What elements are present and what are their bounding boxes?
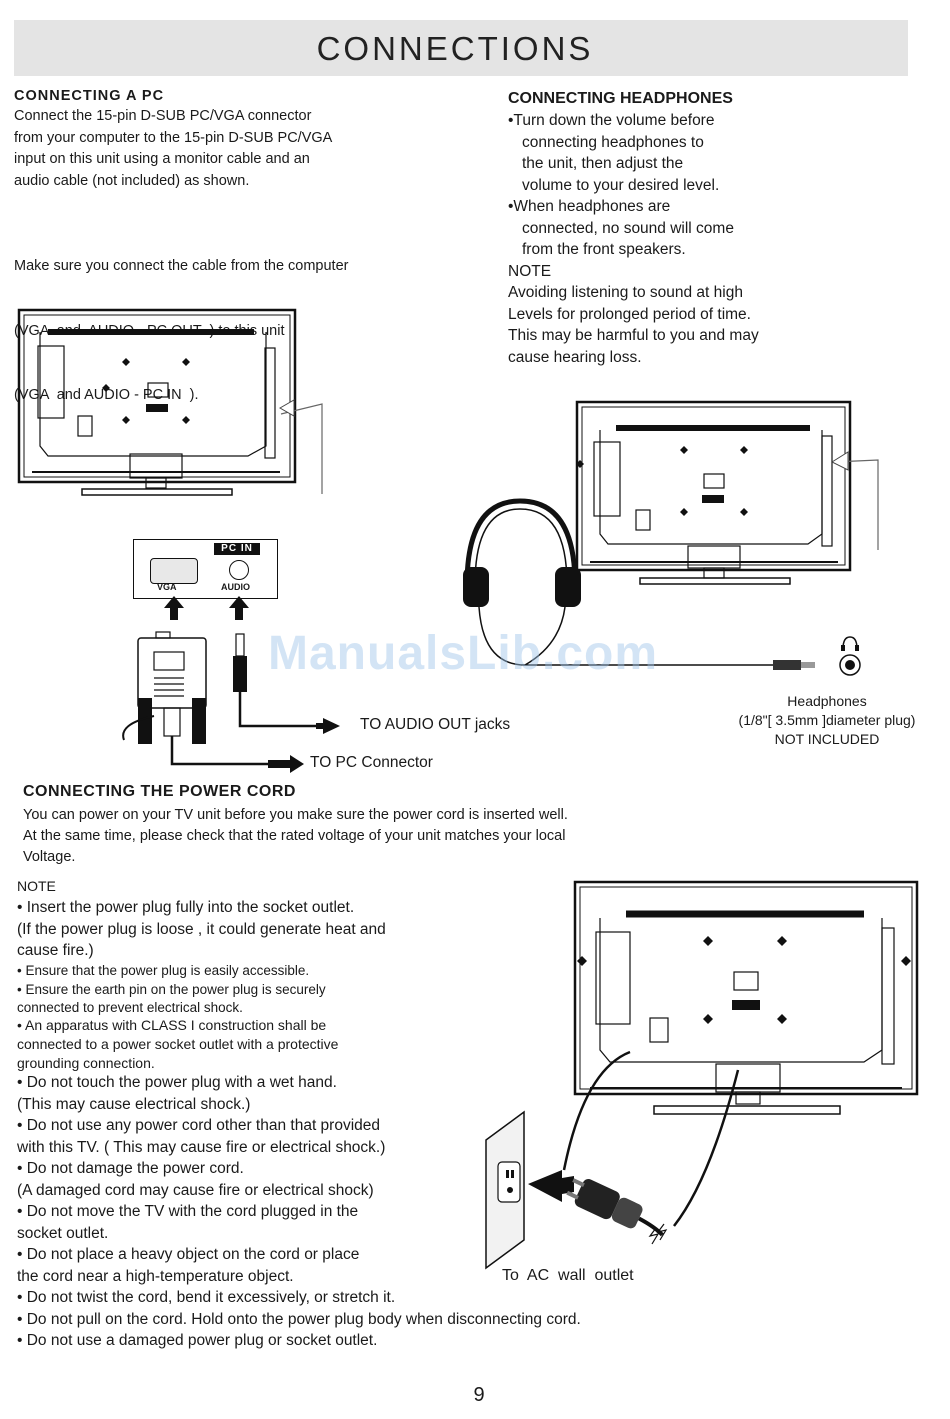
text-line: Make sure you connect the cable from the…: [14, 258, 349, 274]
text-line: from your computer to the 15-pin D-SUB P…: [14, 129, 333, 146]
tv-back-illustration-power: [573, 880, 919, 1115]
text-line: • Do not move the TV with the cord plugg…: [17, 1203, 359, 1220]
text-line: NOT INCLUDED: [774, 731, 880, 747]
audio-out-label: TO AUDIO OUT jacks: [360, 716, 511, 733]
text-line: • Do not use a damaged power plug or soc…: [17, 1332, 378, 1349]
audio-jack: [229, 560, 249, 580]
text-line: (A damaged cord may cause fire or electr…: [17, 1181, 374, 1199]
power-intro: You can power on your TV unit before you…: [23, 805, 568, 868]
page-number: 9: [473, 1384, 485, 1406]
text-line: connected, no sound will come: [522, 219, 734, 237]
text-line: • Ensure that the power plug is easily a…: [17, 963, 310, 978]
text-line: connecting headphones to: [522, 133, 704, 151]
vga-label: VGA: [157, 582, 177, 592]
text-line: • Do not pull on the cord. Hold onto the…: [17, 1310, 581, 1328]
text-line: Connect the 15-pin D-SUB PC/VGA connecto…: [14, 108, 312, 124]
text-line: (1/8"[ 3.5mm ]diameter plug): [738, 712, 916, 728]
title-bar: [14, 20, 908, 76]
text-line: the unit, then adjust the: [522, 155, 684, 172]
text-line: • Do not twist the cord, bend it excessi…: [17, 1289, 396, 1306]
text-line: (This may cause electrical shock.): [17, 1095, 251, 1113]
text-line: • Insert the power plug fully into the s…: [17, 899, 355, 916]
text-line: • Do not touch the power plug with a wet…: [17, 1074, 337, 1091]
text-line: •Turn down the volume before: [508, 112, 715, 129]
pc-cables-illustration: [122, 596, 340, 766]
text-line: cause fire.): [17, 942, 94, 959]
text-line: • Ensure the earth pin on the power plug…: [17, 981, 326, 997]
text-line: connected to prevent electrical shock.: [17, 1000, 243, 1015]
text-line: socket outlet.: [17, 1224, 109, 1242]
text-line: from the front speakers.: [522, 241, 686, 258]
text-line: connected to a power socket outlet with …: [17, 1036, 339, 1052]
tv-back-illustration-pc: [17, 308, 323, 496]
text-line: •When headphones are: [508, 198, 671, 215]
note-label: NOTE: [508, 262, 552, 280]
headphones-illustration: [463, 498, 861, 676]
pc-connector-arrow-icon: [268, 755, 304, 773]
text-line: grounding connection.: [17, 1055, 155, 1071]
page-title: CONNECTIONS: [316, 30, 594, 67]
power-heading: CONNECTING THE POWER CORD: [23, 783, 296, 800]
power-items-c: • An apparatus with CLASS I construction…: [17, 1016, 338, 1073]
ac-outlet-label: To AC wall outlet: [502, 1267, 634, 1284]
text-line: Voltage.: [23, 849, 76, 865]
pc-in-label: PC IN: [214, 543, 260, 555]
headphones-caption: Headphones (1/8"[ 3.5mm ]diameter plug) …: [722, 692, 932, 749]
text-line: input on this unit using a monitor cable…: [14, 151, 310, 167]
text-line: audio cable (not included) as shown.: [14, 172, 250, 189]
power-note-label: NOTE: [17, 878, 56, 894]
text-line: • Do not place a heavy object on the cor…: [17, 1246, 360, 1263]
text-line: • An apparatus with CLASS I construction…: [17, 1017, 327, 1033]
vga-port: [150, 558, 198, 584]
text-line: • Do not damage the power cord.: [17, 1160, 244, 1177]
text-line: You can power on your TV unit before you…: [23, 807, 568, 823]
text-line: cause hearing loss.: [508, 348, 642, 366]
text-line: (If the power plug is loose , it could g…: [17, 920, 386, 938]
headphones-text: •Turn down the volume before connecting …: [508, 110, 759, 368]
text-line: At the same time, please check that the …: [23, 828, 566, 844]
wall-outlet-illustration: [485, 1050, 740, 1270]
watermark: ManualsLib.com: [268, 627, 659, 680]
text-line: Levels for prolonged period of time.: [508, 305, 751, 323]
power-items-b: • Ensure that the power plug is easily a…: [17, 962, 326, 1018]
pc-connector-label: TO PC Connector: [310, 754, 433, 771]
text-line: This may be harmful to you and may: [508, 327, 759, 344]
tv-back-illustration-headphones: [575, 400, 879, 585]
text-line: Avoiding listening to sound at high: [508, 284, 743, 301]
text-line: volume to your desired level.: [522, 176, 720, 194]
pc-para1: Connect the 15-pin D-SUB PC/VGA connecto…: [14, 106, 332, 192]
pc-heading: CONNECTING A PC: [14, 88, 165, 104]
power-items-a: • Insert the power plug fully into the s…: [17, 897, 386, 962]
power-items-d: • Do not touch the power plug with a wet…: [17, 1072, 581, 1352]
text-line: the cord near a high-temperature object.: [17, 1267, 294, 1285]
text-line: • Do not use any power cord other than t…: [17, 1117, 381, 1134]
text-line: Headphones: [787, 693, 867, 709]
text-line: with this TV. ( This may cause fire or e…: [17, 1138, 386, 1156]
audio-label: AUDIO: [221, 582, 250, 592]
headphones-heading: CONNECTING HEADPHONES: [508, 90, 733, 107]
